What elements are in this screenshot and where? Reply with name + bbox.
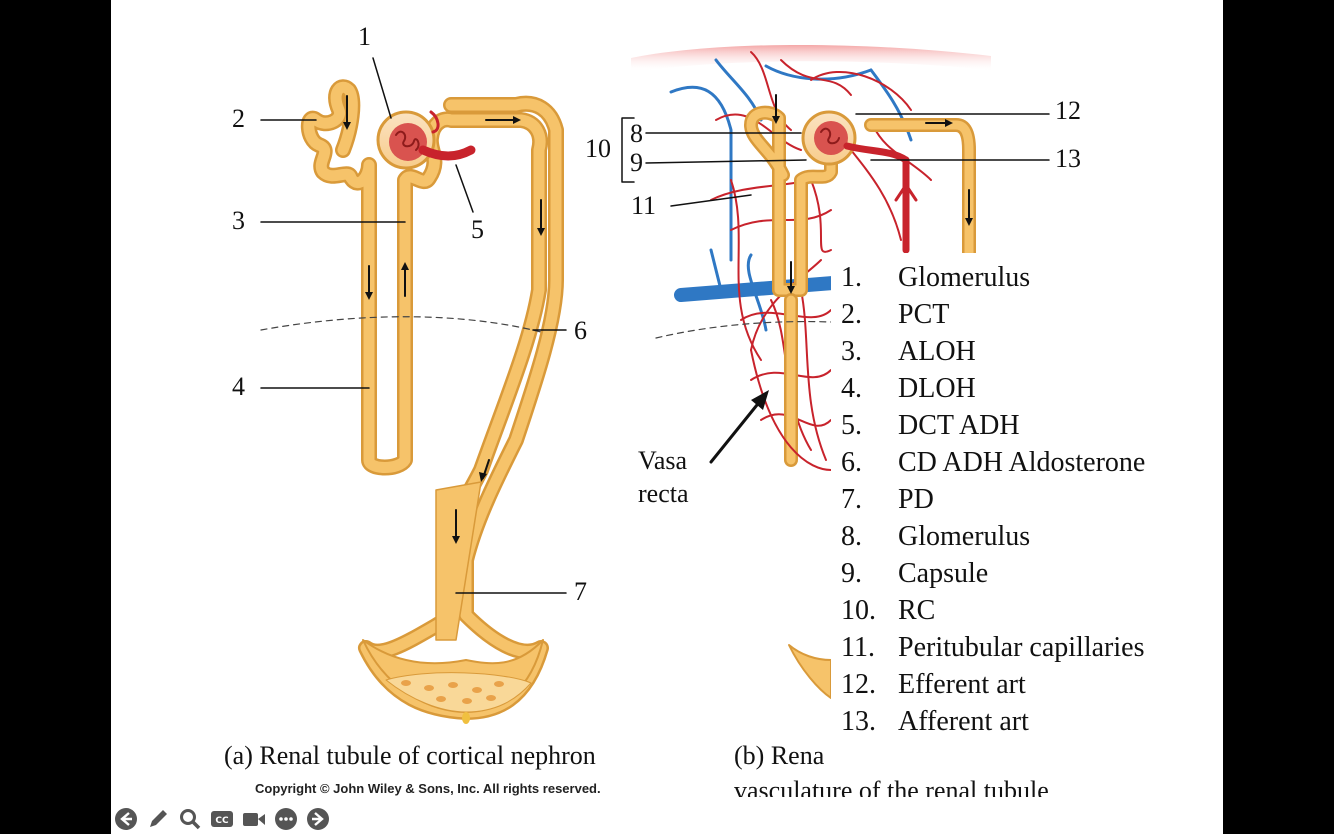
label-3: 3 bbox=[232, 206, 245, 235]
legend-item: 9. Capsule bbox=[841, 555, 1223, 592]
legend-text: Glomerulus bbox=[898, 521, 1031, 552]
legend-text: PCT bbox=[898, 299, 950, 330]
legend-item: 6. CD ADH Aldosterone bbox=[841, 444, 1223, 481]
legend-item: 13. Afferent art bbox=[841, 703, 1223, 740]
label-12: 12 bbox=[1055, 96, 1081, 125]
legend-number: 9. bbox=[841, 558, 862, 589]
legend-item: 1. Glomerulus bbox=[841, 259, 1223, 296]
label-10: 10 bbox=[585, 134, 611, 163]
label-4: 4 bbox=[232, 372, 245, 401]
legend-item: 5. DCT ADH bbox=[841, 407, 1223, 444]
legend-text: Glomerulus bbox=[898, 262, 1031, 293]
legend-item: 10. RC bbox=[841, 592, 1223, 629]
label-8: 8 bbox=[630, 119, 643, 148]
video-button[interactable] bbox=[241, 806, 267, 832]
slide: 1 2 3 4 5 6 7 8 9 10 11 12 13 Vasa recta… bbox=[111, 0, 1223, 834]
legend-text: Peritubular capillaries bbox=[898, 632, 1145, 663]
zoom-icon bbox=[180, 809, 201, 830]
legend-number: 11. bbox=[841, 632, 875, 663]
legend-number: 8. bbox=[841, 521, 862, 552]
renal-vasculature bbox=[621, 44, 1050, 699]
legend-text: RC bbox=[898, 595, 936, 626]
legend-text: Afferent art bbox=[898, 706, 1029, 737]
legend-number: 5. bbox=[841, 410, 862, 441]
legend-number: 2. bbox=[841, 299, 862, 330]
legend-text: DCT ADH bbox=[898, 410, 1020, 441]
legend-number: 12. bbox=[841, 669, 876, 700]
label-5: 5 bbox=[471, 215, 484, 244]
legend-text: DLOH bbox=[898, 373, 976, 404]
more-icon bbox=[275, 808, 297, 830]
legend-number: 13. bbox=[841, 706, 876, 737]
caption-a: (a) Renal tubule of cortical nephron bbox=[224, 741, 596, 770]
svg-text:CC: CC bbox=[215, 816, 229, 826]
legend-number: 10. bbox=[841, 595, 876, 626]
pen-icon bbox=[150, 810, 167, 827]
caption-b-line1: (b) Rena bbox=[734, 741, 825, 770]
back-button[interactable] bbox=[113, 806, 139, 832]
legend-text: ALOH bbox=[898, 336, 976, 367]
legend-text: PD bbox=[898, 484, 934, 515]
label-1: 1 bbox=[358, 22, 371, 51]
forward-icon bbox=[307, 808, 329, 830]
legend-text: Efferent art bbox=[898, 669, 1026, 700]
legend-text: Capsule bbox=[898, 558, 989, 589]
back-icon bbox=[115, 808, 137, 830]
label-6: 6 bbox=[574, 316, 587, 345]
label-9: 9 bbox=[630, 148, 643, 177]
legend-number: 7. bbox=[841, 484, 862, 515]
zoom-button[interactable] bbox=[177, 806, 203, 832]
caption-b-line2: vasculature of the renal tubule bbox=[734, 776, 1049, 797]
label-7: 7 bbox=[574, 577, 587, 606]
legend-number: 1. bbox=[841, 262, 862, 293]
forward-button[interactable] bbox=[305, 806, 331, 832]
label-2: 2 bbox=[232, 104, 245, 133]
legend-number: 6. bbox=[841, 447, 862, 478]
legend-item: 7. PD bbox=[841, 481, 1223, 518]
legend-item: 4. DLOH bbox=[841, 370, 1223, 407]
legend-item: 11. Peritubular capillaries bbox=[841, 629, 1223, 666]
video-icon bbox=[243, 813, 265, 826]
legend-number: 3. bbox=[841, 336, 862, 367]
legend-item: 3. ALOH bbox=[841, 333, 1223, 370]
more-button[interactable] bbox=[273, 806, 299, 832]
legend-item: 2. PCT bbox=[841, 296, 1223, 333]
label-recta: recta bbox=[638, 479, 689, 508]
label-13: 13 bbox=[1055, 144, 1081, 173]
legend-text: CD ADH Aldosterone bbox=[898, 447, 1146, 478]
legend-item: 12. Efferent art bbox=[841, 666, 1223, 703]
label-vasa: Vasa bbox=[638, 446, 688, 475]
legend-item: 8. Glomerulus bbox=[841, 518, 1223, 555]
label-11: 11 bbox=[631, 191, 657, 220]
copyright-notice: Copyright © John Wiley & Sons, Inc. All … bbox=[255, 781, 601, 796]
cortical-nephron bbox=[260, 57, 567, 724]
legend-number: 4. bbox=[841, 373, 862, 404]
pen-button[interactable] bbox=[145, 806, 171, 832]
slide-toolbar: CC bbox=[113, 806, 331, 832]
captions-button[interactable]: CC bbox=[209, 806, 235, 832]
captions-icon: CC bbox=[211, 811, 233, 827]
nephron-diagram bbox=[260, 44, 1050, 724]
